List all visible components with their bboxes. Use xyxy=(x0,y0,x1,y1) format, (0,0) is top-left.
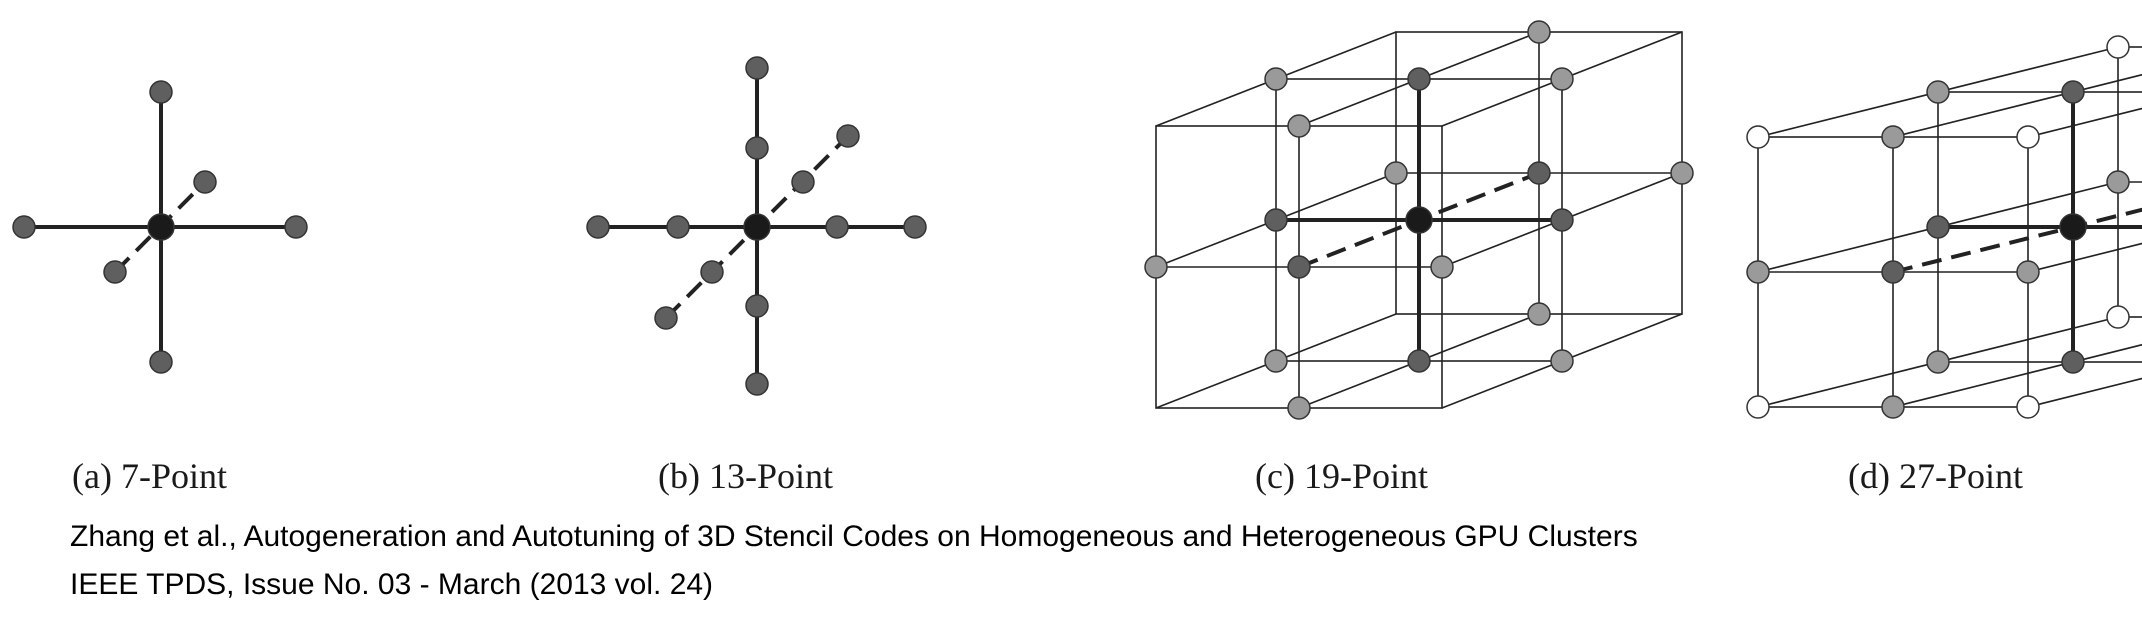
face-point xyxy=(1527,161,1551,185)
neighbor-point xyxy=(12,215,36,239)
neighbor-point xyxy=(193,170,217,194)
neighbor-point xyxy=(825,215,849,239)
corner-point xyxy=(2106,305,2130,329)
edge-point xyxy=(1144,255,1168,279)
neighbor-point xyxy=(903,215,927,239)
edge-point xyxy=(2106,170,2130,194)
neighbor-point xyxy=(791,170,815,194)
panel-13-point xyxy=(586,56,927,396)
neighbor-point xyxy=(836,124,860,148)
caption-19-point: (c) 19-Point xyxy=(1255,456,1428,496)
edge-point xyxy=(1550,349,1574,373)
citation-source: IEEE TPDS, Issue No. 03 - March (2013 vo… xyxy=(70,568,714,601)
face-point xyxy=(1407,67,1431,91)
edge-point xyxy=(2016,260,2040,284)
caption-27-point: (d) 27-Point xyxy=(1848,456,2023,496)
citation-title: Zhang et al., Autogeneration and Autotun… xyxy=(70,520,1638,553)
neighbor-point xyxy=(745,372,769,396)
corner-point xyxy=(1746,395,1770,419)
face-point xyxy=(2061,350,2085,374)
center-point xyxy=(147,213,175,241)
face-point xyxy=(1550,208,1574,232)
face-point xyxy=(1926,215,1950,239)
edge-point xyxy=(1264,67,1288,91)
edge-point xyxy=(1287,396,1311,420)
neighbor-point xyxy=(149,80,173,104)
neighbor-point xyxy=(586,215,610,239)
edge-point xyxy=(1881,395,1905,419)
neighbor-point xyxy=(745,56,769,80)
panel-7-point xyxy=(12,80,308,374)
face-point xyxy=(1407,349,1431,373)
edge-point xyxy=(1881,125,1905,149)
neighbor-point xyxy=(149,350,173,374)
edge-point xyxy=(1527,302,1551,326)
neighbor-point xyxy=(103,260,127,284)
face-point xyxy=(1264,208,1288,232)
neighbor-point xyxy=(284,215,308,239)
neighbor-point xyxy=(654,306,678,330)
edge-point xyxy=(1926,80,1950,104)
neighbor-point xyxy=(666,215,690,239)
caption-13-point: (b) 13-Point xyxy=(658,456,833,496)
caption-7-point: (a) 7-Point xyxy=(72,456,227,496)
edge-point xyxy=(1926,350,1950,374)
grid-line xyxy=(2027,242,2142,273)
cube-edge xyxy=(2027,377,2142,408)
corner-point xyxy=(2106,35,2130,59)
panel-27-point xyxy=(1746,35,2142,419)
edge-point xyxy=(1430,255,1454,279)
face-point xyxy=(2061,80,2085,104)
center-point xyxy=(2059,213,2087,241)
edge-point xyxy=(1746,260,1770,284)
center-point xyxy=(1405,206,1433,234)
edge-point xyxy=(1550,67,1574,91)
corner-point xyxy=(2016,395,2040,419)
corner-point xyxy=(1746,125,1770,149)
edge-point xyxy=(1527,20,1551,44)
face-point xyxy=(1287,255,1311,279)
neighbor-point xyxy=(745,294,769,318)
edge-point xyxy=(1384,161,1408,185)
cube-edge xyxy=(2027,107,2142,138)
panel-19-point xyxy=(1144,20,1694,420)
edge-point xyxy=(1670,161,1694,185)
neighbor-point xyxy=(700,260,724,284)
face-point xyxy=(1881,260,1905,284)
center-point xyxy=(743,213,771,241)
corner-point xyxy=(2016,125,2040,149)
edge-point xyxy=(1264,349,1288,373)
neighbor-point xyxy=(745,136,769,160)
edge-point xyxy=(1287,114,1311,138)
